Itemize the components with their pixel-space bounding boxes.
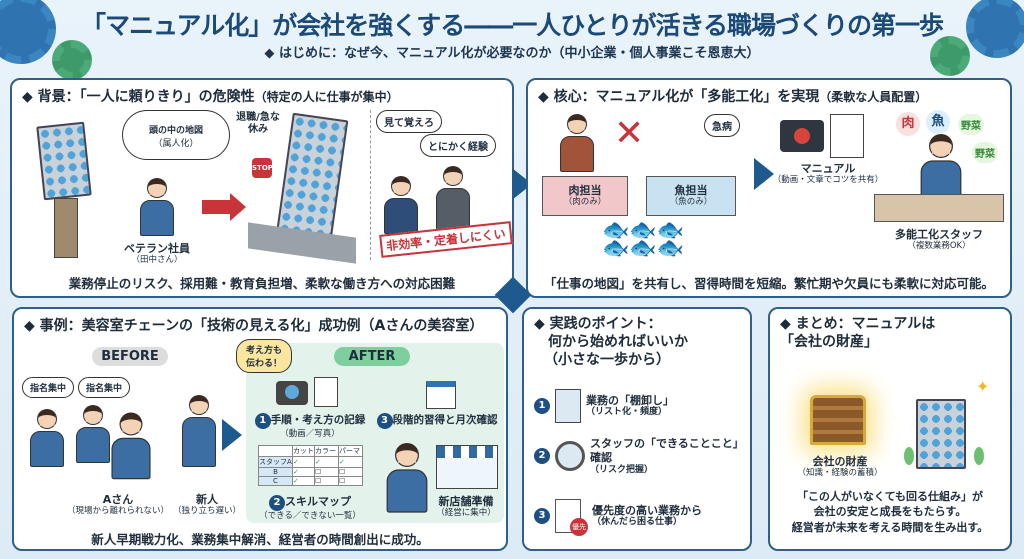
sick-bubble: 急病 [704,114,740,137]
storefront-icon [436,445,498,489]
before-label: BEFORE [92,347,168,366]
think-bubble: 考え方も伝わる！ [236,339,292,373]
after-area [246,343,504,523]
arrow-right-icon [202,200,230,214]
speech-bubble: 見て覚えろ [376,110,442,133]
arrow-right-icon [754,158,774,190]
summary-line: 「この人がいなくても回る仕組み」が [796,490,984,503]
tag-vegetable: 野菜 [958,114,984,135]
fish-counter [646,176,736,216]
flowchart-doc-icon [830,114,864,158]
skill-map-table: カットカラーパーマ スタッフA✓✓✓ B✓☐☐ C✓☐☐ [258,445,363,486]
panel-footer: 「仕事の地図」を共有し、習得時間を短縮。繁忙期や欠員にも柔軟に対応可能。 [543,276,994,291]
calendar-icon [426,381,456,409]
camera-icon [276,381,308,405]
tag-vegetable: 野菜 [972,142,998,163]
priority-document-icon: 優先 [555,499,588,536]
fish-pile-icon: 🐟🐟🐟🐟🐟🐟 [602,218,685,261]
magnifier-person-icon [555,441,585,472]
building-icon [36,121,92,201]
point-item: 2 スタッフの「できることこと」確認（リスク把握） [534,437,748,476]
cutting-board [874,194,1004,222]
panel-footer: 新人早期戦力化、業務集中解消、経営者の時間創出に成功。 [91,532,429,547]
confused-employee [384,176,418,236]
panel-heading: ◆ 核心：マニュアル化が「多能工化」を実現 [538,89,820,105]
tilted-building-icon [275,112,349,244]
speech-bubble: 指名集中 [22,377,75,398]
step3-label: 段階的習得と月次確認 [392,414,498,426]
panel-heading-note: （柔軟な人員配置） [819,90,928,104]
panel-footer: 業務停止のリスク、採用難・教育負担増、柔軟な働き方への対応困難 [68,276,456,291]
crumbling-pillar [54,198,78,258]
panel-heading: ◆ 背景：「一人に頼りきり」の危険性 [22,89,255,105]
case-panel: ◆ 事例：美容室チェーンの「技術の見える化」成功例（Aさんの美容室） BEFOR… [12,307,508,551]
point-item: 1 業務の「棚卸し」（リスト化・頻度） [534,389,748,423]
a-san-person [111,412,151,482]
speech-bubble: 指名集中 [78,377,131,398]
background-panel: ◆ 背景：「一人に頼りきり」の危険性（特定の人に仕事が集中） 頭の中の地図（属人… [10,78,514,298]
gear-icon [930,36,970,76]
panel-heading-note: （特定の人に仕事が集中） [254,90,399,104]
tag-meat: 肉 [896,112,920,136]
clipboard-icon [555,389,581,423]
tree-icon [974,447,984,465]
step2-label: スキルマップ [285,495,351,508]
after-label: AFTER [334,347,410,366]
step1-label: 手順・考え方の記録 [270,414,366,426]
arrow-right-icon [222,419,242,451]
stop-sign: STOP [252,158,273,178]
notebook-pen-icon [314,377,338,407]
butcher-person [560,114,594,174]
page-title: 「マニュアル化」が会社を強くする――一人ひとりが活きる職場づくりの第一歩 [80,11,944,40]
sparkle-icon: ✦ [976,377,990,396]
gear-icon [966,0,1024,58]
stylist-person [76,405,110,465]
gear-icon [52,40,92,80]
panel-heading: ◆ 実践のポイント： [534,316,662,332]
divider [370,110,371,260]
leave-label: 退職/急な休み [236,112,280,135]
gear-icon [0,0,56,64]
summary-panel: ◆ まとめ：マニュアルは 「会社の財産」 会社の財産（知識・経験の蓄積） ✦ 「… [768,307,1012,551]
company-building-icon [916,399,966,469]
newbie-person [182,395,216,467]
stylist-person [30,409,64,469]
points-panel: ◆ 実践のポイント： 何から始めればいいか （小さな一歩から） 1 業務の「棚卸… [522,307,752,551]
speech-bubble: とにかく経験 [420,134,496,157]
veteran-person [140,178,174,238]
panel-heading: ◆ まとめ：マニュアルは [780,316,936,332]
page-subtitle: ◆ はじめに：なぜ今、マニュアル化が必要なのか（中小企業・個人事業こそ恩恵大） [264,46,760,61]
tree-icon [904,447,914,465]
tag-fish: 魚 [926,110,950,134]
cross-icon: ✕ [614,113,645,154]
boss-person [436,166,470,234]
owner-person [386,443,428,515]
summary-line: 会社の安定と成長をもたらす。 [813,505,967,519]
summary-line: 経営者が未来を考える時間を生み出す。 [791,520,989,534]
core-panel: ◆ 核心：マニュアル化が「多能工化」を実現（柔軟な人員配置） 肉担当（肉のみ） … [526,78,1012,298]
panel-heading: ◆ 事例：美容室チェーンの「技術の見える化」成功例（Aさんの美容室） [24,318,484,334]
multiskill-staff [920,134,962,206]
meat-counter [542,176,628,216]
point-item: 3 優先 優先度の高い業務から（休んだら困る仕事） [534,499,748,536]
thought-bubble: 頭の中の地図（属人化） [122,110,230,160]
treasure-chest-icon [810,395,866,445]
tablet-video-icon [780,120,824,152]
